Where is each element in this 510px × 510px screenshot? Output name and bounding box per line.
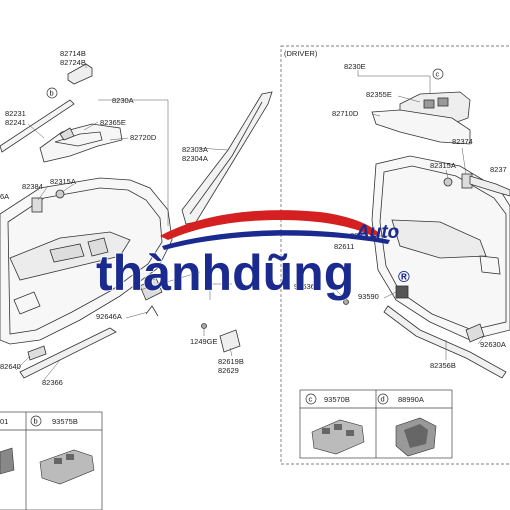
label-6A: 6A — [0, 192, 9, 201]
upper-trim-strip — [0, 99, 75, 153]
watermark-logo: thànhdũng Auto ® — [95, 210, 410, 302]
switch-part — [139, 277, 163, 301]
label-92630A: 92630A — [480, 340, 506, 349]
label-82355E: 82355E — [366, 90, 392, 99]
label-82315A-driver: 82315A — [430, 161, 456, 170]
watermark-suffix: Auto — [355, 222, 399, 243]
label-82241: 82241 — [5, 118, 26, 127]
driver-detail-boxes: c 93570B d 88990A — [299, 389, 453, 459]
driver-lower-strip — [383, 305, 507, 379]
driver-door-trim-group — [343, 91, 510, 379]
switch-image-left — [0, 447, 15, 475]
label-92636A: 92636A — [294, 282, 320, 291]
label-82374: 82374 — [452, 137, 473, 146]
watermark-car-swoosh — [160, 210, 380, 240]
left-leader-lines — [15, 64, 233, 381]
label-8230A: 8230A — [112, 96, 134, 105]
watermark-brand: thànhdũng — [96, 245, 354, 301]
label-93570B: 93570B — [324, 395, 350, 404]
wire-92646A — [145, 305, 159, 317]
svg-text:c: c — [436, 70, 440, 79]
grille-part — [219, 329, 241, 353]
driver-clip-92636A — [343, 299, 349, 305]
driver-clip-82315A — [443, 177, 453, 187]
label-82629: 82629 — [218, 366, 239, 375]
upper-armrest-panel — [39, 123, 123, 163]
label-box-left: 01 — [0, 417, 8, 426]
callout-b-marker: b — [46, 87, 58, 99]
label-82356B: 82356B — [430, 361, 456, 370]
label-8230E: 8230E — [344, 62, 366, 71]
label-82384: 82384 — [22, 182, 43, 191]
label-8237: 8237 — [490, 165, 507, 174]
label-82366: 82366 — [42, 378, 63, 387]
label-82619B: 82619B — [218, 357, 244, 366]
label-93590: 93590 — [358, 292, 379, 301]
callout-d-box: d — [381, 395, 385, 404]
label-82231: 82231 — [5, 109, 26, 118]
callout-c-box: c — [309, 395, 313, 404]
driver-upper-strip — [469, 175, 510, 197]
driver-label: (DRIVER) — [284, 49, 318, 58]
label-82315A: 82315A — [50, 177, 76, 186]
label-82724B: 82724B — [60, 58, 86, 67]
label-82720D: 82720D — [130, 133, 157, 142]
clip-82384 — [31, 197, 43, 213]
label-82640: 82640 — [0, 362, 21, 371]
driver-leader-lines — [333, 70, 485, 360]
driver-armrest — [371, 109, 471, 145]
callout-c-marker: c — [432, 68, 444, 80]
label-26: 26 — [150, 261, 158, 270]
lower-strip-82640 — [27, 345, 47, 361]
switch-image-93575B — [39, 449, 95, 485]
label-88990A: 88990A — [398, 395, 424, 404]
label-82303A: 82303A — [182, 145, 208, 154]
left-part-labels: 82714B 82724B 82231 82241 8230A 82365E 8… — [0, 49, 244, 387]
svg-text:b: b — [50, 89, 54, 98]
cap-part — [67, 63, 93, 85]
label-93575B: 93575B — [52, 417, 78, 426]
left-detail-boxes: 01 b 93575B — [0, 411, 103, 510]
lower-strip-82366 — [19, 327, 117, 379]
label-82611: 82611 — [334, 242, 354, 251]
screw-1249GE — [201, 323, 207, 329]
label-92646A: 92646A — [96, 312, 122, 321]
driver-switch-93590 — [395, 285, 409, 299]
label-1249GE: 1249GE — [190, 337, 218, 346]
label-82714B: 82714B — [60, 49, 86, 58]
callout-b-box: b — [34, 417, 38, 426]
watermark-registered: ® — [398, 269, 410, 286]
label-82365E: 82365E — [100, 118, 126, 127]
driver-section-frame — [280, 45, 510, 465]
label-82304A: 82304A — [182, 154, 208, 163]
left-door-trim-group — [0, 63, 273, 379]
label-82710D: 82710D — [332, 109, 359, 118]
